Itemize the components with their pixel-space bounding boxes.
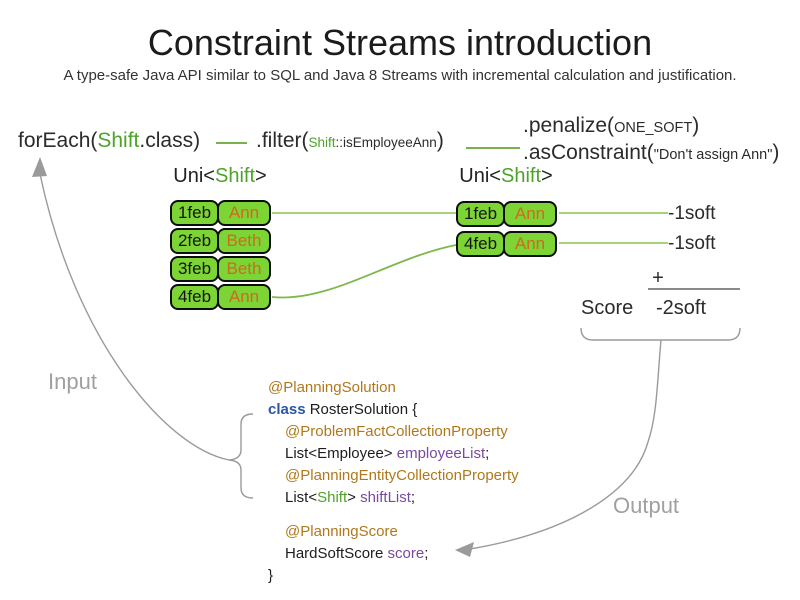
date-cell: 4feb [170,284,219,310]
score-total: -2soft [656,297,707,319]
penalize-arg: ONE_SOFT [614,120,693,136]
date-cell: 3feb [170,256,219,282]
filter-method: ::isEmployeeAnn [335,135,437,150]
penalize-call: .penalize(ONE_SOFT) [523,114,699,138]
uni-shift-label-right: Uni<Shift> [456,165,556,188]
code-line: List<Shift> shiftList; [268,487,519,509]
code-line: @ProblemFactCollectionProperty [268,421,519,443]
employee-list-var: employeeList [396,445,486,462]
plus-sign: + [652,267,664,289]
filter-call: .filter(Shift::isEmployeeAnn) [256,129,444,153]
uni-post: > [541,165,553,187]
code-block-score: @PlanningScore HardSoftScore score; } [268,521,428,587]
table-row: 1feb Ann [456,201,557,227]
input-arrow [39,173,230,461]
shift-list-var: shiftList [360,489,411,506]
page-subtitle: A type-safe Java API similar to SQL and … [63,67,737,84]
as-constraint-post: ) [772,141,780,164]
annotation-planning-entity: @PlanningEntityCollectionProperty [285,467,519,484]
penalty-value-1: -1soft [668,203,716,224]
foreach-post: .class) [139,129,201,152]
closing-brace: } [268,567,274,584]
annotation-problem-fact: @ProblemFactCollectionProperty [285,423,508,440]
date-cell: 1feb [170,200,219,226]
as-constraint-call: .asConstraint("Don't assign Ann") [523,141,779,165]
date-cell: 4feb [456,231,505,257]
uni-pre: Uni< [173,165,215,187]
foreach-call: forEach(Shift.class) [18,129,200,153]
date-cell: 2feb [170,228,219,254]
table-row: 2feb Beth [170,228,271,254]
uni-type: Shift [500,165,542,187]
filtered-shift-table: 1feb Ann 4feb Ann [456,201,557,257]
filter-pre: .filter( [256,129,309,152]
employee-cell: Beth [217,256,271,282]
score-label: Score [581,297,634,319]
annotation-planning-score: @PlanningScore [285,523,398,540]
semicolon: ; [485,445,490,462]
uni-post: > [255,165,267,187]
input-label: Input [48,369,97,394]
foreach-pre: forEach( [18,129,98,152]
as-constraint-arg: "Don't assign Ann" [653,147,773,163]
input-shift-table: 1feb Ann 2feb Beth 3feb Beth 4feb Ann [170,200,271,310]
code-line: List<Employee> employeeList; [268,443,519,465]
employee-cell: Ann [503,201,557,227]
as-constraint-pre: .asConstraint( [523,141,654,164]
code-block: @PlanningSolution class RosterSolution {… [268,377,519,509]
table-row: 4feb Ann [170,284,271,310]
code-line: @PlanningScore [268,521,428,543]
output-label: Output [613,493,680,518]
employee-cell: Beth [217,228,271,254]
connector-4feb-curve [271,244,457,299]
employee-list-type: List<Employee> [285,445,397,462]
employee-cell: Ann [217,284,271,310]
foreach-type: Shift [97,129,140,152]
table-row: 4feb Ann [456,231,557,257]
semicolon: ; [410,489,416,506]
code-line: @PlanningSolution [268,377,519,399]
filter-type: Shift [308,135,336,150]
date-cell: 1feb [456,201,505,227]
table-row: 1feb Ann [170,200,271,226]
uni-pre: Uni< [459,165,501,187]
uni-type: Shift [214,165,256,187]
uni-shift-label-left: Uni<Shift> [170,165,270,188]
employee-cell: Ann [217,200,271,226]
output-arrow [469,339,662,550]
code-line: class RosterSolution { [268,399,519,421]
page-title: Constraint Streams introduction [147,22,653,63]
output-arrowhead-icon [455,542,474,557]
code-brace [228,413,254,499]
score-field-type: HardSoftScore [285,545,388,562]
filter-post: ) [436,129,444,152]
shift-list-type: Shift [317,489,348,506]
employee-cell: Ann [503,231,557,257]
penalize-pre: .penalize( [523,114,615,137]
class-keyword: class [268,401,306,418]
penalize-post: ) [692,114,700,137]
class-declaration: RosterSolution { [305,401,418,418]
score-field-var: score [387,545,425,562]
code-line: HardSoftScore score; [268,543,428,565]
annotation-planning-solution: @PlanningSolution [268,379,396,396]
code-line: } [268,565,428,587]
input-arrowhead-icon [32,157,47,177]
penalty-value-2: -1soft [668,233,716,254]
code-line: @PlanningEntityCollectionProperty [268,465,519,487]
semicolon: ; [424,545,429,562]
shift-list-pre: List< [285,489,318,506]
table-row: 3feb Beth [170,256,271,282]
shift-list-mid: > [347,489,361,506]
score-brace [580,327,741,341]
